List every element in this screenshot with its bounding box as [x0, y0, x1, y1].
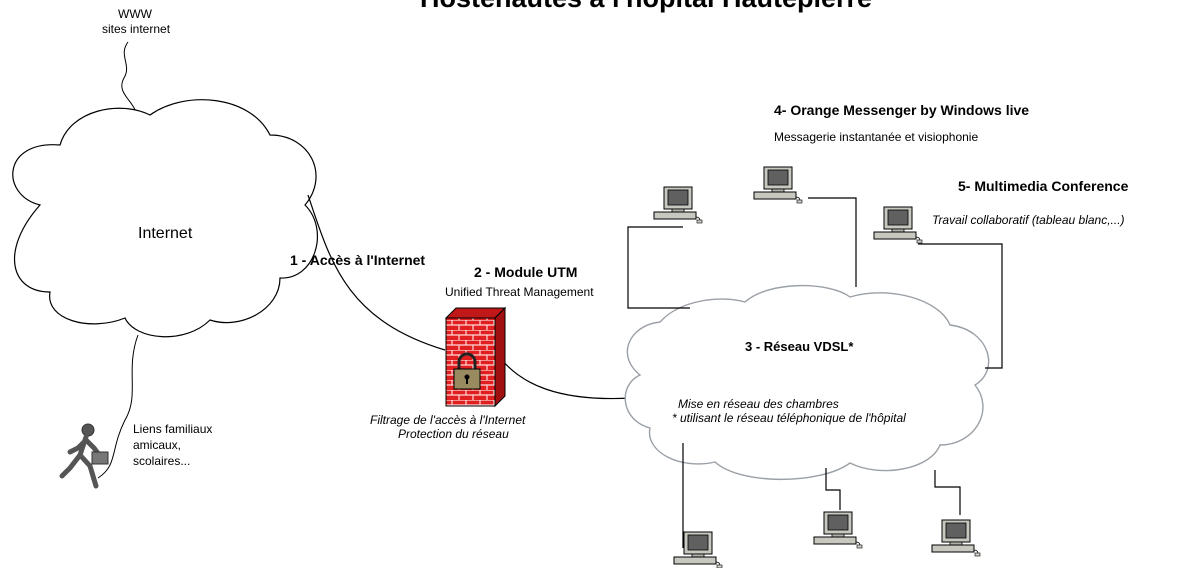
- computer-icon: [753, 166, 803, 204]
- liens-line3: scolaires...: [133, 454, 191, 468]
- messenger-subtitle: Messagerie instantanée et visiophonie: [774, 130, 979, 144]
- computer-icon: [813, 511, 863, 549]
- liens-link-line: [97, 334, 139, 479]
- pc3-link: [918, 243, 1003, 369]
- computer-icon: [673, 531, 723, 568]
- page-title: Hostehautes à l'hôpital Hautepierre: [420, 0, 872, 14]
- vdsl-line2: * utilisant le réseau téléphonique de l'…: [672, 411, 906, 425]
- messenger-title: 4- Orange Messenger by Windows live: [774, 102, 1030, 118]
- computer-icon: [873, 206, 923, 244]
- utm-subtitle: Unified Threat Management: [445, 285, 594, 299]
- liens-line1: Liens familiaux: [133, 422, 213, 436]
- internet-cloud: [12, 99, 319, 338]
- vdsl-title: 3 - Réseau VDSL*: [745, 339, 854, 354]
- pc1-link: [627, 226, 690, 309]
- internet-to-utm-line: [307, 194, 446, 351]
- firewall-caption-line2: Protection du réseau: [398, 427, 509, 441]
- acces-internet-label: 1 - Accès à l'Internet: [290, 252, 426, 268]
- conference-title: 5- Multimedia Conference: [958, 178, 1129, 194]
- sites-internet-label: sites internet: [102, 22, 171, 36]
- computer-icon: [653, 186, 703, 224]
- utm-to-vdsl-line: [497, 354, 633, 400]
- www-link-line: [121, 41, 137, 113]
- pc5-link: [825, 468, 841, 510]
- liens-line2: amicaux,: [133, 438, 182, 452]
- firewall-caption-line1: Filtrage de l'accès à l'Internet: [370, 413, 526, 427]
- vdsl-cloud: [624, 284, 990, 481]
- computer-icon: [931, 519, 981, 557]
- utm-title: 2 - Module UTM: [474, 264, 578, 280]
- walking-man-icon: [59, 423, 109, 489]
- www-label: WWW: [118, 7, 152, 21]
- internet-label: Internet: [138, 225, 193, 242]
- conference-subtitle: Travail collaboratif (tableau blanc,...): [932, 213, 1125, 227]
- vdsl-line1: Mise en réseau des chambres: [678, 397, 839, 411]
- pc2-link: [808, 197, 857, 287]
- firewall-icon: [444, 306, 507, 408]
- pc6-link: [934, 470, 961, 515]
- padlock-icon: [453, 352, 481, 390]
